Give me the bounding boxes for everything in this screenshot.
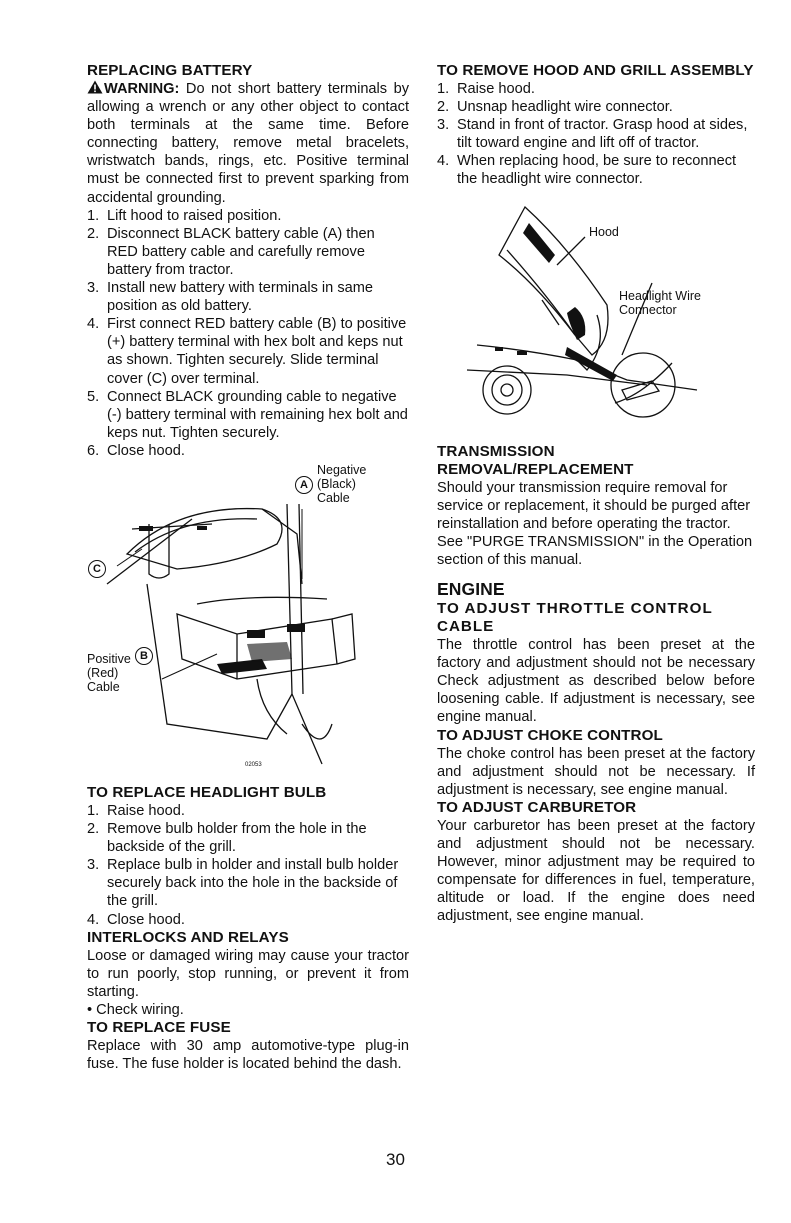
list-item: 1.Raise hood. <box>87 802 185 819</box>
list-item: 2.Remove bulb holder from the hole in th… <box>87 821 367 856</box>
fuse-text: Replace with 30 amp automotive-type plug… <box>87 1038 409 1073</box>
callout-b: B <box>135 646 153 665</box>
headlight-steps: 1.Raise hood. 2.Remove bulb holder from … <box>87 802 409 929</box>
interlocks-bullet: • Check wiring. <box>87 1001 184 1018</box>
battery-warning: WARNING: Do not short battery terminals … <box>87 80 409 207</box>
hood-heading: TO REMOVE HOOD AND GRILL ASSEMBLY <box>437 62 754 79</box>
callout-c: C <box>88 559 106 578</box>
choke-text: The choke control has been preset at the… <box>437 745 755 798</box>
list-item: 6.Close hood. <box>87 442 185 459</box>
hood-illustration <box>466 205 698 418</box>
label-hood: Hood <box>589 224 619 239</box>
fuse-heading: TO REPLACE FUSE <box>87 1019 231 1036</box>
list-item: 3.Replace bulb in holder and install bul… <box>87 857 399 910</box>
right-column: TO REMOVE HOOD AND GRILL ASSEMBLY 1.Rais… <box>437 62 755 925</box>
hood-steps: 1.Raise hood. 2.Unsnap headlight wire co… <box>437 80 755 189</box>
battery-figure: 02053 A Negative (Black) Cable C B Posit… <box>87 462 409 782</box>
page-number: 30 <box>386 1150 405 1169</box>
throttle-heading: TO ADJUST THROTTLE CONTROL CABLE <box>437 600 713 636</box>
headlight-heading: TO REPLACE HEADLIGHT BULB <box>87 783 327 801</box>
part-code: 02053 <box>245 762 262 768</box>
label-negative-cable: Negative (Black) Cable <box>317 462 367 505</box>
carburetor-heading: TO ADJUST CARBURETOR <box>437 798 637 816</box>
carburetor-text: Your carburetor has been preset at the f… <box>437 817 755 925</box>
transmission-heading: TRANSMISSION REMOVAL/REPLACEMENT <box>437 442 634 478</box>
battery-illustration: 02053 <box>106 503 356 768</box>
interlocks-heading: INTERLOCKS AND RELAYS <box>87 928 289 946</box>
engine-heading: ENGINE <box>437 579 505 600</box>
label-positive-cable: Positive (Red) Cable <box>87 651 131 694</box>
callout-a: A <box>295 475 313 494</box>
list-item: 4.When replacing hood, be sure to reconn… <box>437 153 737 188</box>
hood-figure: Hood Headlight Wire Connector <box>437 195 755 443</box>
list-item: 3.Install new battery with terminals in … <box>87 280 374 315</box>
label-headlight-wire: Headlight Wire Connector <box>619 288 701 317</box>
list-item: 1.Raise hood. <box>437 81 535 97</box>
left-column: REPLACING BATTERY WARNING: Do not short … <box>87 62 409 1073</box>
interlocks-text: Loose or damaged wiring may cause your t… <box>87 947 409 1000</box>
transmission-text: Should your transmission require removal… <box>437 479 753 568</box>
list-item: 2.Unsnap headlight wire connector. <box>437 99 673 116</box>
warning-icon <box>87 80 103 94</box>
list-item: 3.Stand in front of tractor. Grasp hood … <box>437 117 748 152</box>
list-item: 1.Lift hood to raised position. <box>87 207 282 224</box>
list-item: 2.Disconnect BLACK battery cable (A) the… <box>87 225 375 278</box>
warning-label: WARNING: <box>104 81 180 97</box>
warning-text: Do not short battery terminals by allowi… <box>87 81 409 206</box>
battery-steps: 1.Lift hood to raised position. 2.Discon… <box>87 207 409 460</box>
battery-heading: REPLACING BATTERY <box>87 62 253 79</box>
throttle-text: The throttle control has been preset at … <box>437 637 755 726</box>
list-item: 5.Connect BLACK grounding cable to negat… <box>87 388 408 441</box>
list-item: 4.First connect RED battery cable (B) to… <box>87 316 407 387</box>
choke-heading: TO ADJUST CHOKE CONTROL <box>437 726 663 744</box>
list-item: 4.Close hood. <box>87 911 185 928</box>
